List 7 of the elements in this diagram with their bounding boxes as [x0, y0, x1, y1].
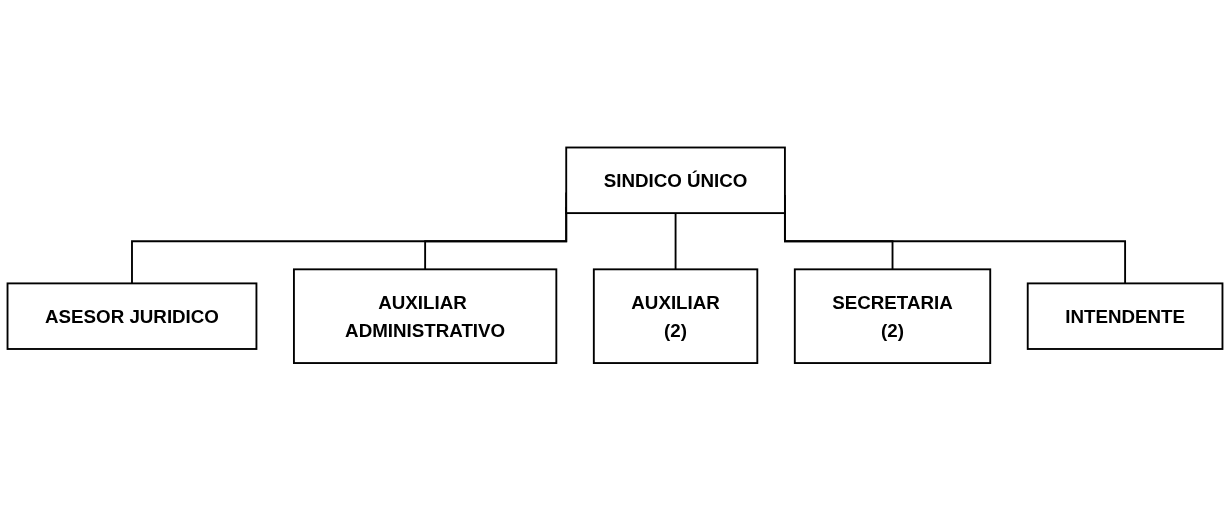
node-box: INTENDENTE [1026, 282, 1224, 350]
node-box: ASESOR JURIDICO [6, 282, 258, 350]
node-box: SINDICO ÚNICO [565, 146, 786, 214]
node-box: AUXILIAR (2) [592, 268, 759, 364]
node-box: AUXILIAR ADMINISTRATIVO [293, 268, 558, 364]
connector [674, 211, 677, 270]
node-box: SECRETARIA (2) [793, 268, 992, 364]
